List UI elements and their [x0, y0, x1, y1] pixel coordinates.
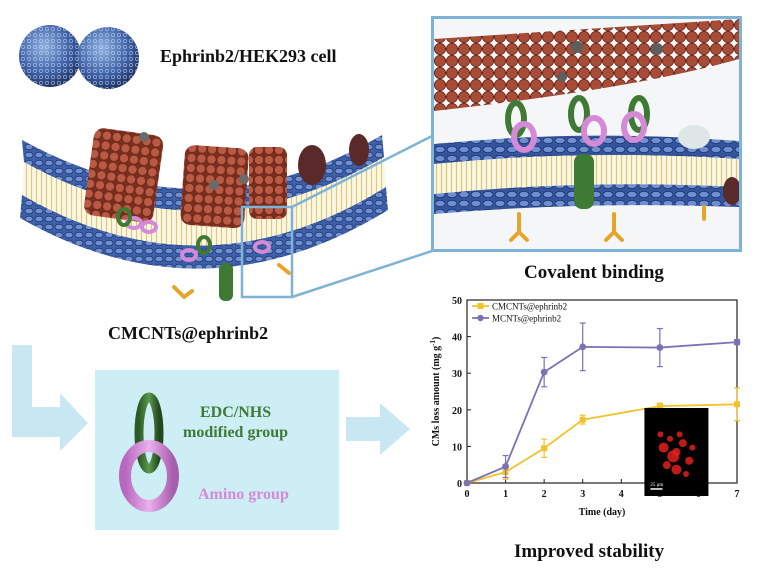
edc-line1: EDC/NHS [199, 404, 272, 421]
membrane-label: CMCNTs@ephrinb2 [108, 323, 269, 343]
y-tick-label: 50 [452, 296, 462, 307]
amino-group-label: Amino group [198, 486, 289, 503]
series-line [466, 341, 738, 484]
inset-cell-spot [678, 439, 687, 448]
data-point [463, 479, 471, 487]
ephrinb2-cells-illustration [19, 25, 139, 89]
x-tick-label: 4 [619, 489, 624, 500]
down-right-arrow [12, 345, 88, 451]
x-tick-label: 3 [580, 489, 585, 500]
cell-label: Ephrinb2/HEK293 cell [160, 46, 337, 66]
x-tick-label: 7 [735, 489, 740, 500]
right-arrow [346, 403, 410, 455]
data-point [656, 403, 663, 410]
y-axis-label: CMs loss amount (mg g-1) [429, 337, 442, 447]
improved-stability-label: Improved stability [514, 541, 665, 562]
data-point [540, 368, 548, 376]
legend-label: MCNTs@ephrinb2 [492, 314, 561, 324]
covalent-binding-illustration [434, 19, 739, 242]
membrane-illustration [20, 128, 388, 301]
inset-cell-spot [676, 431, 683, 438]
y-axis-label-main: CMs loss amount (mg g [431, 346, 442, 447]
data-point [541, 445, 548, 452]
y-tick-label: 40 [452, 333, 462, 344]
inset-cell-spot [657, 431, 664, 438]
data-point [579, 416, 586, 423]
zoom-connector [291, 134, 433, 299]
y-tick-label: 20 [452, 406, 462, 417]
y-axis-label-sup: -1 [429, 339, 437, 345]
ring-icon [119, 392, 179, 512]
legend-label: CMCNTs@ephrinb2 [492, 302, 567, 312]
loss-amount-chart: 0123456701020304050Time (day)CMs loss am… [429, 296, 741, 518]
inset-cell-spot [671, 464, 682, 475]
data-point [502, 463, 509, 470]
inset-cell-spot [672, 447, 681, 456]
y-tick-label: 10 [452, 442, 462, 453]
y-tick-label: 0 [457, 479, 462, 490]
legend-marker [477, 314, 484, 322]
inset-scale-label: 25 μm [650, 483, 663, 488]
y-tick-label: 30 [452, 369, 462, 380]
inset-cell-spot [667, 435, 674, 442]
edc-nhs-label: EDC/NHS modified group [183, 403, 288, 443]
inset-cell-spot [685, 456, 694, 465]
data-point [733, 338, 741, 346]
x-tick-label: 0 [465, 489, 470, 500]
inset-cell-spot [683, 470, 690, 477]
edc-line2: modified group [183, 424, 289, 441]
covalent-binding-zoom-frame [431, 16, 742, 252]
inset-cell-spot [658, 442, 669, 453]
covalent-binding-label: Covalent binding [524, 262, 664, 283]
inset-cell-spot [689, 444, 696, 451]
series-line [466, 403, 738, 484]
x-axis-label: Time (day) [579, 507, 626, 518]
data-point [656, 344, 664, 351]
group-legend-box [95, 370, 339, 530]
x-tick-label: 2 [542, 489, 547, 500]
data-point [579, 343, 587, 351]
legend-marker [477, 303, 484, 309]
data-point [734, 401, 740, 408]
flow-arrows [12, 345, 410, 455]
x-tick-label: 1 [503, 489, 508, 500]
y-axis-label-end: ) [431, 337, 442, 340]
inset-cell-spot [662, 461, 671, 470]
